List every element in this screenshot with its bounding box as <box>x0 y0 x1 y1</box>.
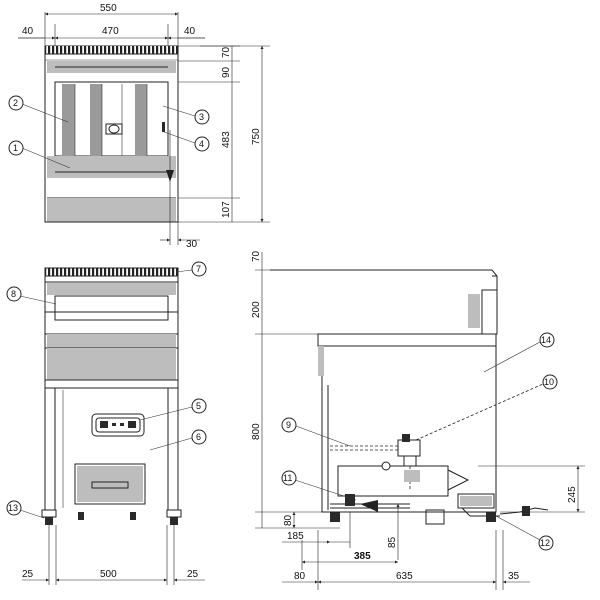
callout-8: 8 <box>11 289 16 299</box>
dim-550: 550 <box>100 3 117 14</box>
dim-107: 107 <box>221 201 232 218</box>
dim-70: 70 <box>221 46 232 58</box>
callout-6: 6 <box>196 432 201 442</box>
callout-11: 11 <box>283 473 292 483</box>
callout-14: 14 <box>541 335 551 345</box>
dim-side-35: 35 <box>508 571 520 582</box>
dim-side-w80: 80 <box>294 571 306 582</box>
callout-9: 9 <box>286 420 291 430</box>
dim-side-245: 245 <box>567 486 578 503</box>
callout-4: 4 <box>199 139 204 149</box>
dim-750: 750 <box>251 128 262 145</box>
dim-470: 470 <box>102 26 119 37</box>
callout-7: 7 <box>196 264 201 274</box>
dim-500: 500 <box>100 569 117 580</box>
front-bottom-view: 25 500 25 7 8 5 6 13 <box>6 261 207 585</box>
callout-13: 13 <box>8 503 18 513</box>
dim-40-left: 40 <box>22 26 34 37</box>
callout-3: 3 <box>199 112 204 122</box>
callout-10: 10 <box>544 377 554 387</box>
dim-side-200: 200 <box>251 301 262 318</box>
dim-side-635: 635 <box>396 571 413 582</box>
dim-side-80: 80 <box>283 514 294 526</box>
callout-1: 1 <box>13 143 18 153</box>
dim-side-800: 800 <box>251 423 262 440</box>
dim-25-left: 25 <box>22 569 34 580</box>
callout-12: 12 <box>540 538 550 548</box>
dim-side-185: 185 <box>287 531 304 542</box>
callout-2: 2 <box>13 98 18 108</box>
callout-5: 5 <box>196 401 201 411</box>
dim-30: 30 <box>186 239 198 250</box>
dim-483: 483 <box>221 131 232 148</box>
dim-side-385: 385 <box>354 551 371 562</box>
dim-40-right: 40 <box>184 26 196 37</box>
dim-90: 90 <box>221 66 232 78</box>
dim-side-85: 85 <box>387 536 398 548</box>
front-top-view: 550 40 470 40 <box>8 3 270 250</box>
side-view: 70 200 800 80 85 245 185 385 80 635 35 9 <box>251 250 585 590</box>
dim-25-right: 25 <box>187 569 199 580</box>
dim-side-70: 70 <box>251 250 262 262</box>
